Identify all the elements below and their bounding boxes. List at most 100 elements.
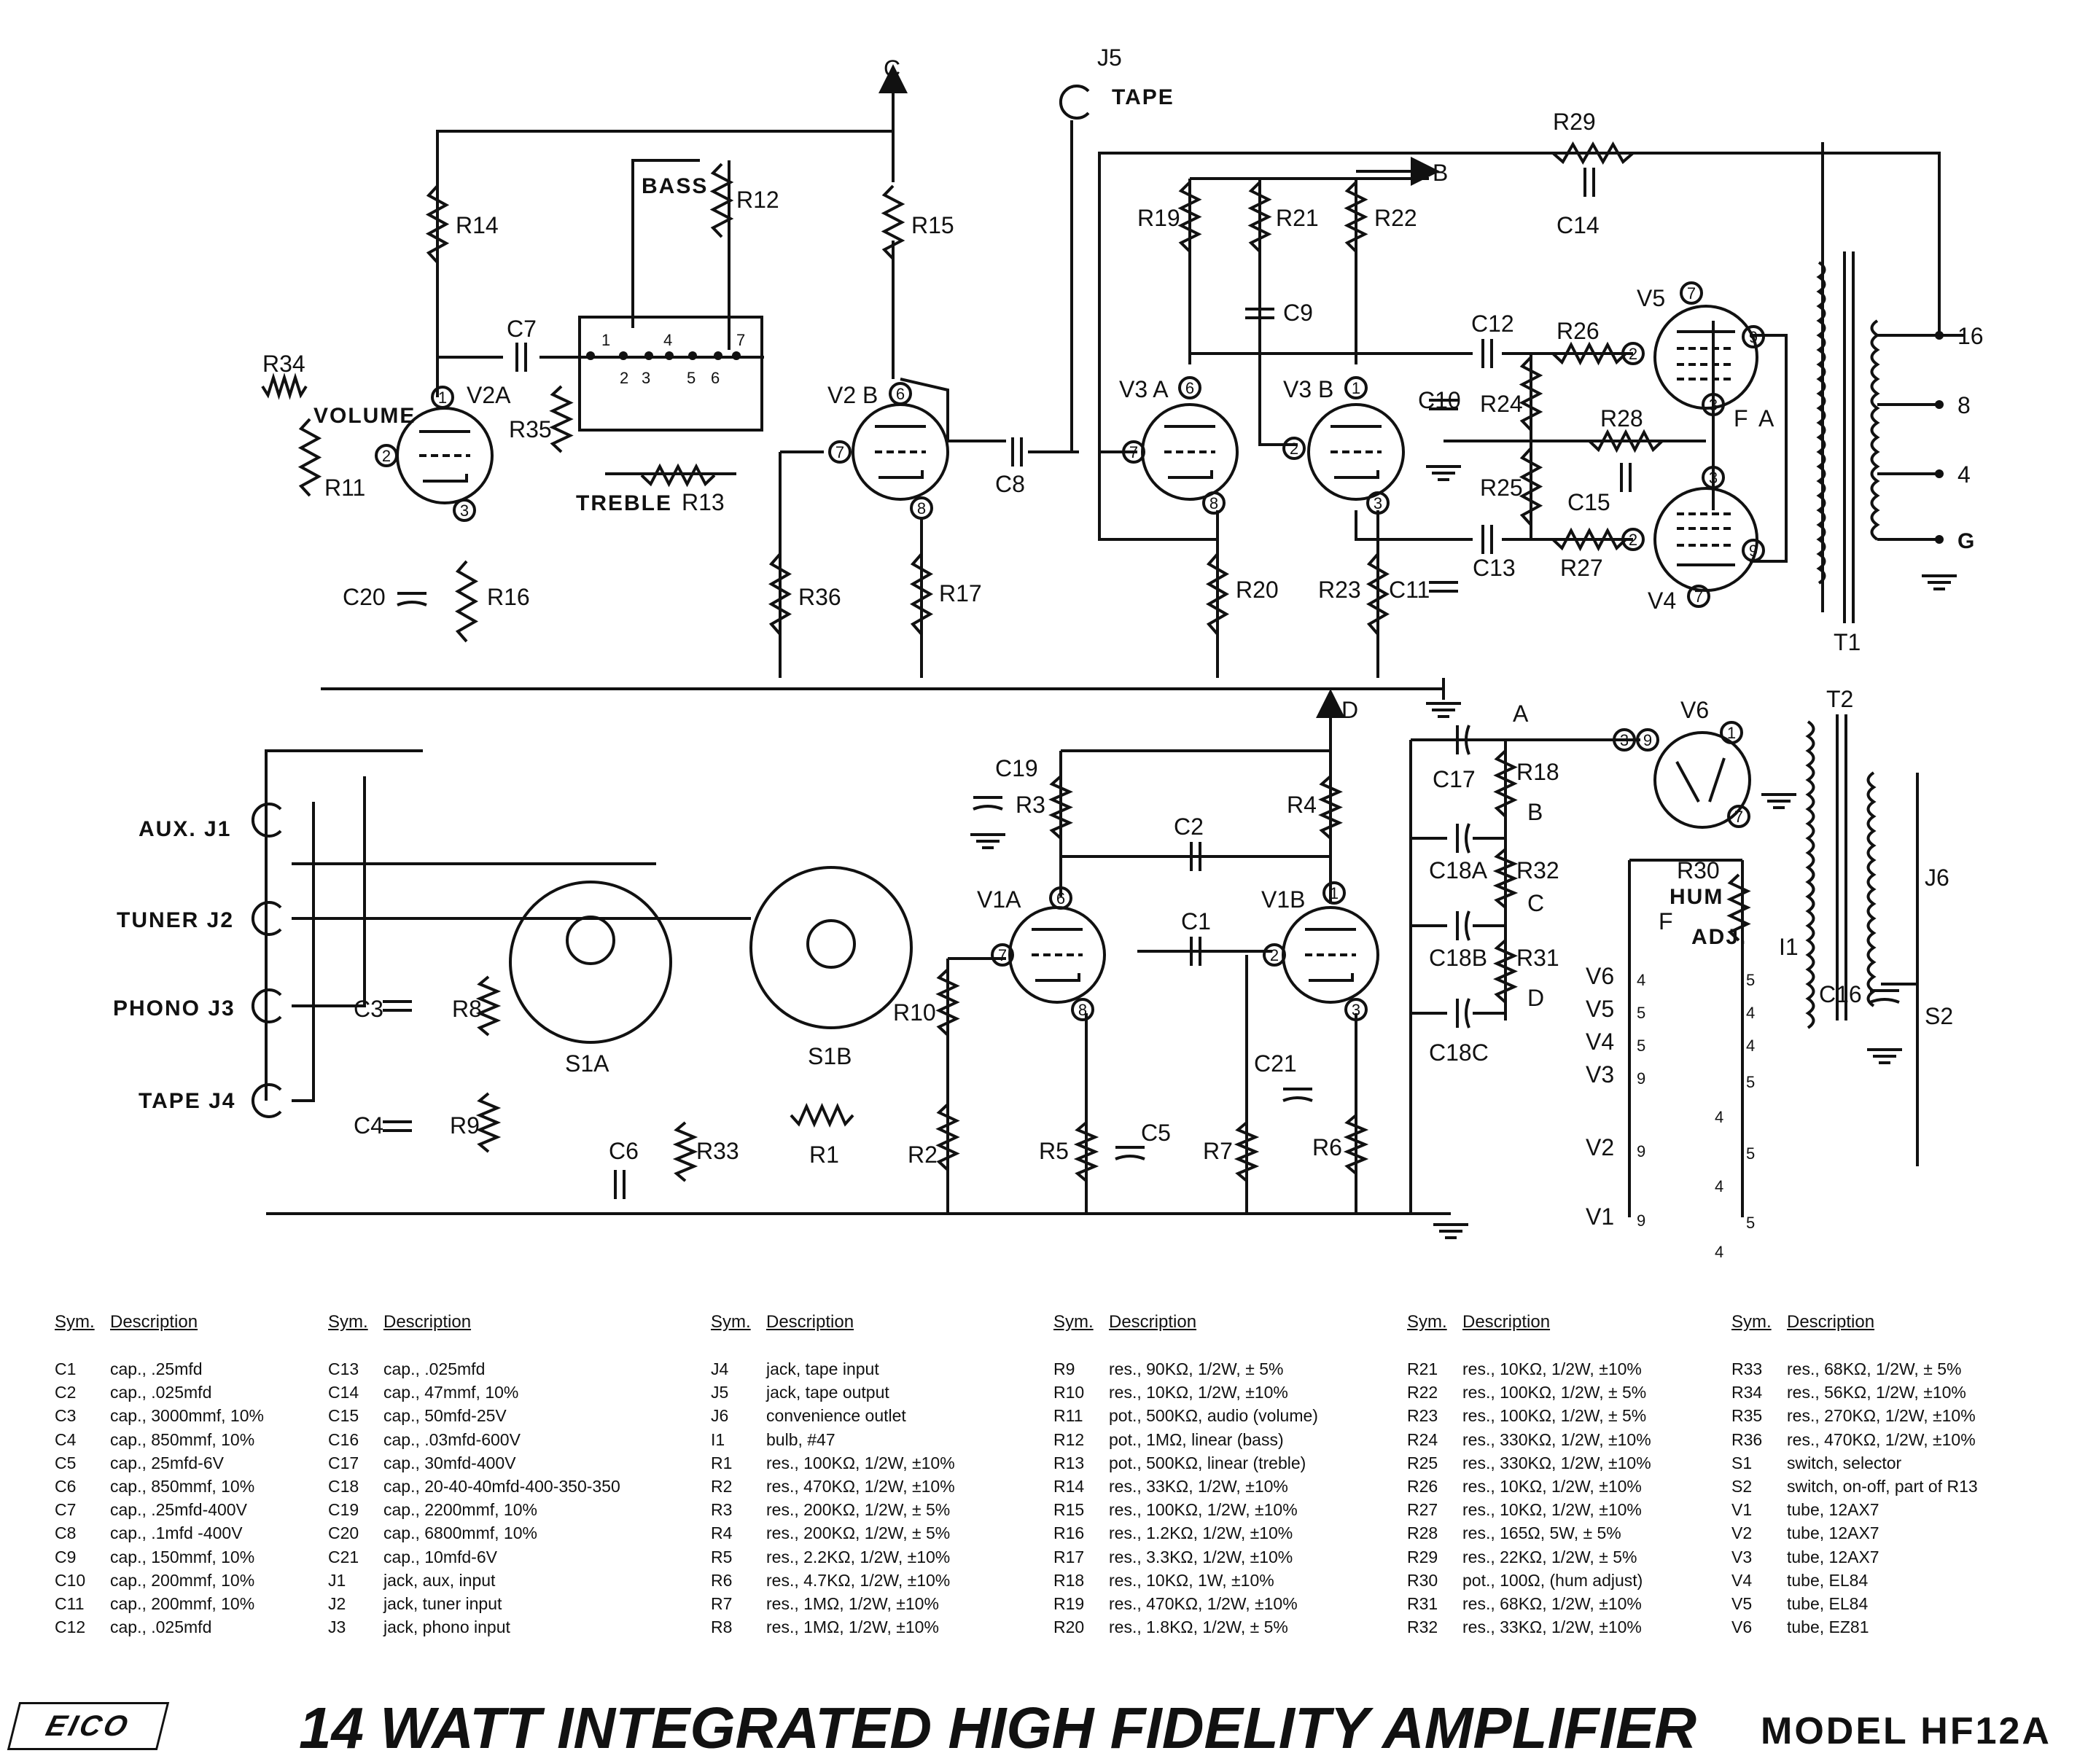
parts-header: Sym.Description: [711, 1312, 955, 1332]
part-symbol: R9: [1053, 1359, 1075, 1378]
part-symbol: V3: [1731, 1547, 1753, 1566]
resistor-r1: [790, 1103, 854, 1128]
part-description: tube, 12AX7: [1787, 1547, 1879, 1566]
part-symbol: R23: [1407, 1406, 1438, 1426]
part-symbol: C7: [55, 1500, 77, 1520]
tube-v3b: [1307, 403, 1405, 501]
label-r28: R28: [1600, 405, 1643, 432]
pin-number-v3b-3: 3: [1374, 494, 1382, 512]
label-c14: C14: [1557, 212, 1600, 238]
pin-marker: [1366, 491, 1390, 515]
part-description: cap., .1mfd -400V: [110, 1523, 243, 1543]
resistor-r35: [549, 385, 574, 453]
label-c8: C8: [995, 471, 1025, 497]
tone-pin-7: 7: [736, 331, 745, 349]
pin-number-v4-3: 3: [1709, 469, 1718, 487]
label-c19: C19: [995, 755, 1038, 781]
schematic-diagram: 1 2 3 4 5 6 7: [113, 44, 1984, 1261]
part-description: res., 2.2KΩ, 1/2W, ±10%: [766, 1547, 951, 1566]
capacitor-c11: [1429, 581, 1458, 593]
label-heater-v2: V2: [1586, 1134, 1614, 1160]
label-c4: C4: [354, 1112, 383, 1139]
resistor-r24: [1519, 356, 1543, 432]
part-description: cap., 150mmf, 10%: [110, 1547, 255, 1566]
label-c2: C2: [1174, 813, 1204, 840]
jack-j3: [251, 988, 282, 1023]
pin-number-v1b-3: 3: [1352, 1001, 1360, 1019]
label-c5: C5: [1141, 1120, 1171, 1146]
label-r30: R30: [1677, 857, 1720, 883]
capacitor-c6: [614, 1170, 626, 1199]
label-tuner-j2: TUNER J2: [117, 908, 234, 932]
resistor-r3: [1048, 775, 1073, 840]
label-tap4: 4: [1957, 461, 1971, 488]
label-v3b: V3 B: [1283, 376, 1333, 402]
resistor-r13: [640, 463, 716, 488]
label-tape-out: TAPE: [1112, 85, 1174, 109]
label-aux-j1: AUX. J1: [139, 817, 231, 841]
part-symbol: J6: [711, 1406, 729, 1426]
part-symbol: J3: [328, 1617, 346, 1637]
resistor-r20: [1205, 553, 1230, 636]
resistor-r8: [475, 975, 502, 1037]
pin-marker: [1344, 998, 1368, 1021]
part-description: switch, selector: [1787, 1453, 1902, 1472]
pin-number-v4-2: 2: [1629, 531, 1637, 549]
resistor-r27: [1551, 527, 1627, 552]
resistor-r23: [1365, 553, 1390, 636]
label-r27: R27: [1560, 555, 1603, 581]
part-symbol: C21: [328, 1547, 359, 1566]
part-symbol: R26: [1407, 1477, 1438, 1496]
part-description: cap., 2200mmf, 10%: [383, 1500, 537, 1520]
label-c12: C12: [1471, 311, 1514, 337]
label-r15: R15: [911, 212, 954, 238]
part-symbol: C10: [55, 1570, 86, 1590]
header-description: Description: [383, 1312, 472, 1332]
part-description: cap., 50mfd-25V: [383, 1406, 507, 1426]
parts-header: Sym.Description: [55, 1312, 264, 1332]
pin-number-v1b-2: 2: [1270, 946, 1279, 964]
tone-pin-1: 1: [601, 331, 610, 349]
part-description: res., 470KΩ, 1/2W, ±10%: [766, 1477, 955, 1496]
resistor-r15: [881, 184, 905, 260]
label-r6: R6: [1312, 1134, 1342, 1160]
resistor-r14: [425, 184, 450, 264]
part-description: tube, 12AX7: [1787, 1500, 1879, 1520]
part-description: cap., 30mfd-400V: [383, 1453, 516, 1472]
label-t2: T2: [1826, 686, 1853, 712]
capacitor-c8: [1011, 437, 1023, 467]
label-r4: R4: [1287, 792, 1317, 818]
parts-header: Sym.Description: [1731, 1312, 1978, 1332]
pin-marker: [1702, 393, 1725, 416]
capacitor-c17: [1456, 725, 1470, 755]
part-symbol: R16: [1053, 1523, 1085, 1543]
label-r3: R3: [1016, 792, 1045, 818]
label-c9: C9: [1283, 300, 1313, 326]
resistor-r7: [1234, 1121, 1260, 1182]
ground-symbol: [1761, 793, 1796, 809]
label-r19: R19: [1137, 205, 1180, 231]
part-description: res., 100KΩ, 1/2W, ±10%: [766, 1453, 955, 1472]
pin-number-v5-2: 2: [1629, 345, 1637, 363]
label-s2: S2: [1925, 1003, 1953, 1029]
capacitor-c18b: [1456, 910, 1470, 941]
part-description: res., 68KΩ, 1/2W, ±10%: [1462, 1594, 1642, 1614]
label-r2: R2: [908, 1141, 938, 1168]
part-symbol: R13: [1053, 1453, 1085, 1472]
